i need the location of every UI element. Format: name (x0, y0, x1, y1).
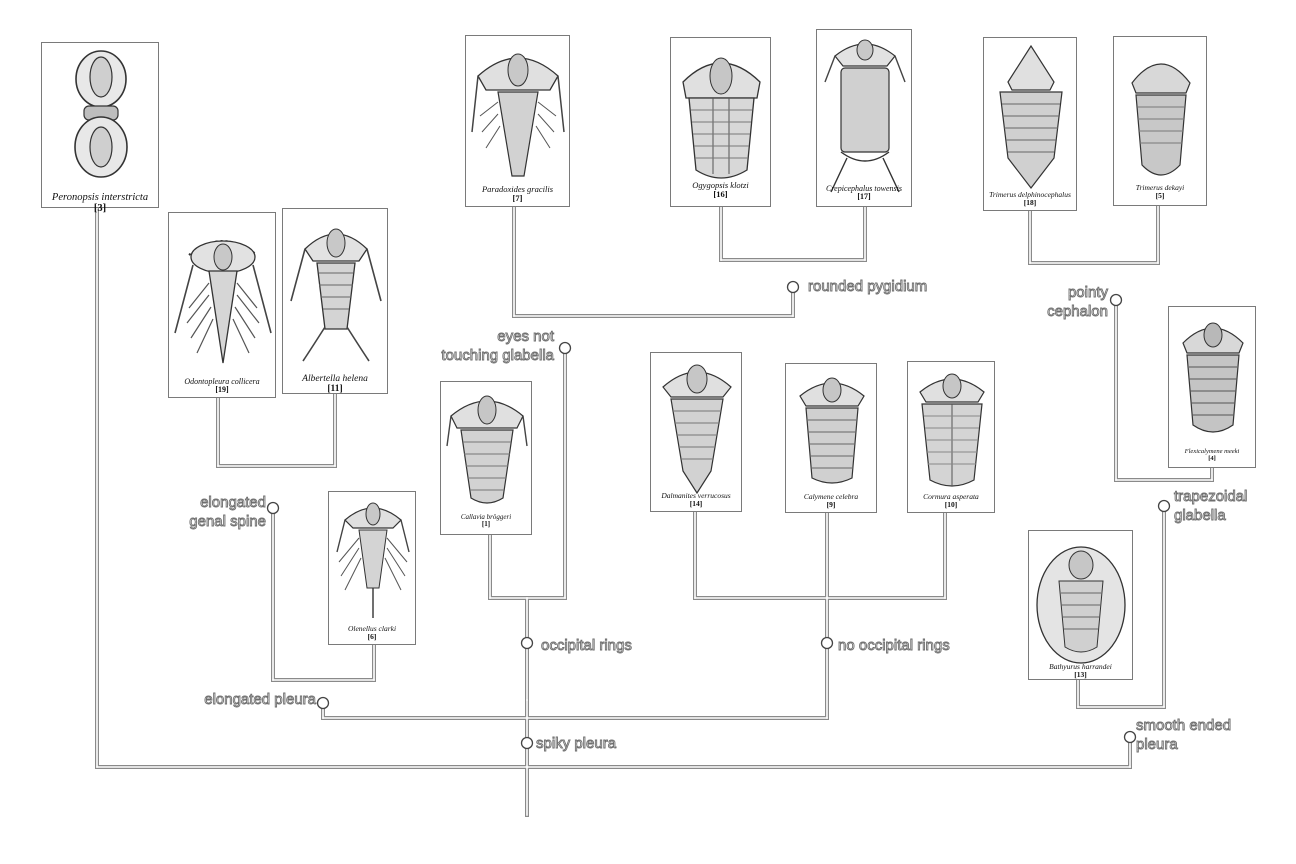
label-line: elongated (200, 494, 267, 512)
trilobite-illustration (1036, 546, 1126, 664)
character-node (1157, 499, 1171, 513)
trilobite-illustration (74, 50, 128, 178)
card-calymene: Calymene celebra [9] (785, 363, 877, 513)
character-node (558, 341, 572, 355)
taxon-name: Trimerus delphinocephalus (989, 190, 1071, 199)
character-node (266, 501, 280, 515)
trilobite-illustration (174, 240, 272, 364)
taxon-name: Peronopsis interstricta (51, 192, 149, 203)
card-callavia: Callavia bröggeri [1] (440, 381, 532, 535)
label-rounded-pygidium: rounded pygidium (808, 278, 928, 296)
card-bathyurus: Bathyurus harrandei [13] (1028, 530, 1133, 680)
label-line: trapezoidal (1174, 488, 1248, 506)
taxon-name: Bathyurus harrandei (1049, 662, 1112, 671)
trilobite-illustration (471, 53, 565, 177)
label-elongated-genal-spine: elongated genal spine (160, 493, 267, 531)
taxon-name: Paradoxides gracilis (481, 184, 554, 194)
card-dalmanites: Dalmanites verrucosus [14] (650, 352, 742, 512)
label-line: eyes not (497, 328, 555, 346)
label-eyes-not-touching-glabella: eyes not touching glabella (418, 327, 554, 365)
label-line: cephalon (1047, 303, 1109, 321)
trilobite-illustration (799, 377, 865, 484)
taxon-number: [17] (857, 192, 871, 202)
card-cormura: Cormura asperata [10] (907, 361, 995, 513)
label-smooth-ended-pleura: smooth ended pleura (1136, 716, 1232, 754)
taxon-number: [4] (1208, 454, 1216, 462)
trilobite-illustration (824, 39, 906, 193)
trilobite-illustration (1182, 322, 1244, 433)
character-node (786, 280, 800, 294)
taxon-name: Odontopleura collicera (184, 377, 260, 386)
taxon-number: [19] (215, 385, 229, 395)
label-pointy-cephalon: pointy cephalon (1012, 283, 1109, 321)
taxon-number: [11] (327, 383, 343, 394)
card-flexicalymene: Flexicalymene meeki [4] (1168, 306, 1256, 468)
trilobite-illustration (1131, 63, 1191, 176)
taxon-name: Crepicephalus towensis (826, 184, 902, 193)
trilobite-illustration (446, 395, 528, 504)
trilobite-illustration (336, 502, 410, 618)
character-node (316, 696, 330, 710)
taxon-number: [16] (713, 188, 728, 199)
label-line: glabella (1174, 507, 1227, 525)
trilobite-illustration (662, 364, 732, 495)
trilobite-illustration (290, 228, 382, 362)
taxon-number: [1] (481, 520, 491, 529)
label-line: pleura (1136, 736, 1179, 754)
label-elongated-pleura: elongated pleura (204, 691, 317, 709)
taxon-name: Ogygopsis klotzi (692, 180, 749, 190)
taxon-number: [5] (1155, 190, 1165, 200)
taxon-number: [3] (93, 203, 107, 215)
taxon-name: Callavia bröggeri (460, 513, 512, 521)
taxon-name: Flexicalymene meeki (1184, 448, 1240, 455)
label-line: genal spine (189, 513, 267, 531)
trilobite-illustration (919, 373, 985, 487)
label-occipital-rings: occipital rings (541, 637, 633, 655)
label-line: pointy (1067, 284, 1109, 302)
taxon-number: [9] (826, 499, 836, 509)
taxon-number: [13] (1074, 669, 1087, 679)
taxon-number: [7] (512, 192, 523, 203)
trilobite-illustration (682, 57, 761, 179)
character-node (820, 636, 834, 650)
taxon-name: Calymene celebra (803, 492, 859, 501)
card-albertella: Albertella helena [11] (282, 208, 388, 394)
card-olenellus: Olenellus clarki [6] (328, 491, 416, 645)
taxon-number: [10] (944, 499, 958, 509)
card-trimerus5: Trimerus dekayi [5] (1113, 36, 1207, 206)
card-odontopleura: Odontopleura collicera [19] (168, 212, 276, 398)
card-trimerus18: Trimerus delphinocephalus [18] (983, 37, 1077, 211)
label-trapezoidal-glabella: trapezoidal glabella (1174, 487, 1248, 525)
taxon-name: Olenellus clarki (347, 624, 397, 633)
character-node (1123, 730, 1137, 744)
label-no-occipital-rings: no occipital rings (838, 637, 951, 655)
character-node (1109, 293, 1123, 307)
taxon-number: [14] (689, 498, 703, 508)
taxon-number: [6] (367, 631, 377, 641)
label-line: smooth ended (1136, 717, 1232, 735)
label-line: touching glabella (441, 347, 554, 365)
taxon-name: Cormura asperata (923, 492, 979, 501)
taxon-number: [18] (1023, 197, 1037, 207)
card-crepicephalus: Crepicephalus towensis [17] (816, 29, 912, 207)
taxon-name: Albertella helena (302, 374, 368, 384)
taxon-name: Trimerus dekayi (1135, 183, 1185, 192)
trilobite-illustration (999, 44, 1063, 189)
card-paradoxides: Paradoxides gracilis [7] (465, 35, 570, 207)
card-peronopsis: Peronopsis interstricta [3] (41, 42, 159, 214)
taxon-name: Dalmanites verrucosus (661, 491, 731, 500)
character-node (520, 636, 534, 650)
label-spiky-pleura: spiky pleura (536, 735, 617, 753)
card-ogygopsis: Ogygopsis klotzi [16] (670, 37, 771, 207)
character-node (520, 736, 534, 750)
